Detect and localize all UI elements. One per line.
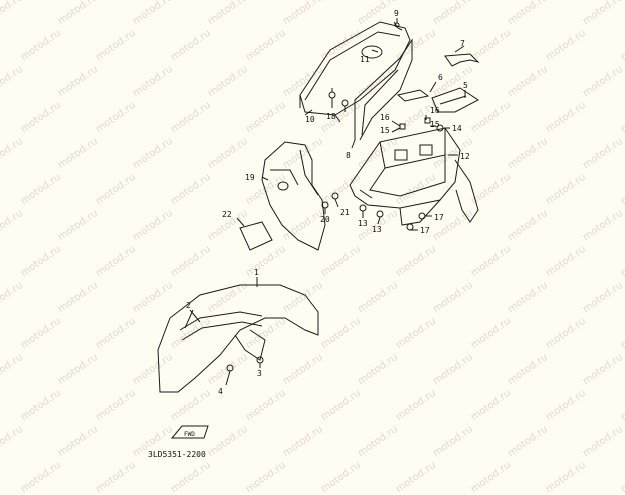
callout-22: 22 [222, 210, 232, 219]
callout-20: 20 [320, 215, 330, 224]
clip-part [399, 117, 431, 130]
bolt-part [376, 210, 384, 218]
bolt-part [436, 124, 444, 132]
callout-5: 5 [463, 81, 468, 90]
callout-21: 21 [340, 208, 350, 217]
bolt-part [359, 204, 367, 212]
parts-diagram: FWD 9 11 7 6 5 10 [157, 9, 480, 439]
callout-15a: 15 [380, 126, 390, 135]
plate-part [431, 87, 479, 113]
plate-part [239, 221, 273, 251]
bolt-part [341, 99, 349, 107]
fwd-label: FWD [184, 431, 195, 438]
seat-cover-part [299, 21, 413, 141]
callout-10: 10 [305, 115, 315, 124]
callout-11: 11 [360, 55, 370, 64]
callout-16a: 16 [380, 113, 390, 122]
plate-part [396, 89, 430, 102]
bolt-part [226, 364, 234, 372]
callout-3: 3 [257, 369, 262, 378]
callout-15b: 15 [430, 120, 440, 129]
side-cover-part [261, 141, 326, 251]
hook-part [444, 53, 480, 67]
diagram-code: 3LD5351-2200 [148, 450, 206, 459]
callout-9: 9 [394, 9, 399, 18]
front-fender-part [157, 284, 319, 393]
callout-8: 8 [346, 151, 351, 160]
callout-17b: 17 [420, 226, 430, 235]
callout-14: 14 [452, 124, 462, 133]
callout-19: 19 [245, 173, 255, 182]
callout-18: 18 [326, 112, 336, 121]
callout-numbers: 9 11 7 6 5 10 18 8 16 16 15 15 14 12 19 … [186, 9, 470, 396]
forward-arrow-icon [170, 425, 209, 439]
callout-13a: 13 [358, 219, 368, 228]
callout-12: 12 [460, 152, 470, 161]
callout-4: 4 [218, 387, 223, 396]
callout-1: 1 [254, 268, 259, 277]
bolt-part [331, 192, 339, 200]
rear-fender-part [349, 127, 479, 226]
leader-lines [184, 18, 466, 386]
bolt-part [328, 88, 336, 99]
callout-16b: 16 [430, 106, 440, 115]
bolt-part [406, 223, 414, 231]
callout-2: 2 [186, 301, 191, 310]
callout-6: 6 [438, 73, 443, 82]
callout-7: 7 [460, 39, 465, 48]
callout-13b: 13 [372, 225, 382, 234]
bolt-part [418, 212, 426, 220]
callout-17a: 17 [434, 213, 444, 222]
